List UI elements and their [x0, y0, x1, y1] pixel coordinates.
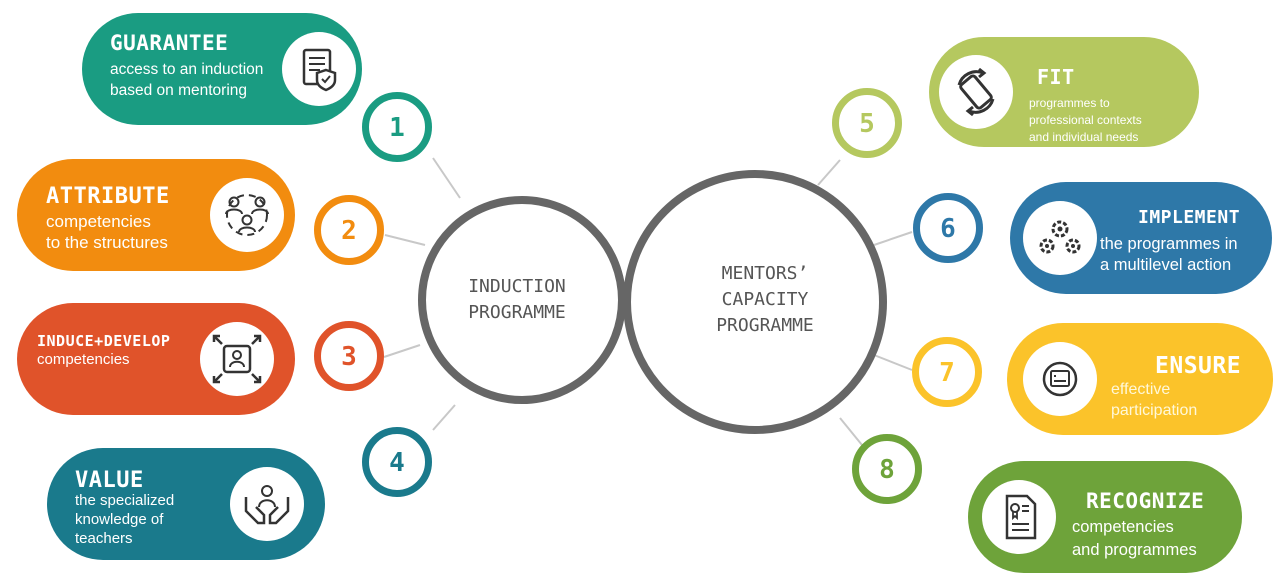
connector-line-8	[839, 417, 863, 446]
adjust-cycle-icon	[939, 55, 1013, 129]
connector-line-4	[432, 404, 456, 431]
guarantee-card: GUARANTEE access to an induction based o…	[82, 13, 362, 125]
recognize-title: RECOGNIZE	[1086, 489, 1205, 513]
mentors-capacity-programme-label: MENTORS’ CAPACITY PROGRAMME	[675, 261, 855, 339]
attribute-card: ATTRIBUTE competencies to the structures	[17, 159, 295, 271]
induce-develop-description: competencies	[37, 351, 130, 368]
guarantee-description: access to an induction based on mentorin…	[110, 61, 264, 99]
connector-line-5	[817, 159, 841, 186]
number-circle-8: 8	[852, 434, 922, 504]
number-circle-1: 1	[362, 92, 432, 162]
number-circle-7: 7	[912, 337, 982, 407]
fit-title: FIT	[1037, 65, 1075, 89]
value-title: VALUE	[75, 468, 144, 493]
attribute-description: competencies to the structures	[46, 212, 168, 252]
connector-line-6	[873, 231, 913, 246]
ensure-description: effective participation	[1111, 381, 1198, 419]
implement-title: IMPLEMENT	[1138, 207, 1241, 228]
person-expand-icon	[200, 322, 274, 396]
attribute-title: ATTRIBUTE	[46, 184, 170, 209]
connector-line-2	[384, 234, 426, 246]
gears-icon	[1023, 201, 1097, 275]
number-circle-4: 4	[362, 427, 432, 497]
mentors-capacity-circle	[623, 170, 887, 434]
certificate-shield-icon	[282, 32, 356, 106]
implement-description: the programmes in a multilevel action	[1100, 235, 1238, 274]
mentors-label-line-3: PROGRAMME	[716, 315, 814, 336]
induction-label-line-2: PROGRAMME	[468, 302, 566, 323]
people-network-icon	[210, 178, 284, 252]
induction-programme-label: INDUCTION PROGRAMME	[442, 274, 592, 326]
participation-screen-icon	[1023, 342, 1097, 416]
induce-develop-title: INDUCE+DEVELOP	[37, 332, 171, 350]
value-card: VALUE the specialized knowledge of teach…	[47, 448, 325, 560]
recognize-description: competencies and programmes	[1072, 518, 1197, 559]
hands-person-icon	[230, 467, 304, 541]
fit-description: programmes to professional contexts and …	[1029, 96, 1142, 144]
connector-line-3	[383, 344, 421, 358]
certificate-document-icon	[982, 480, 1056, 554]
ensure-title: ENSURE	[1155, 353, 1242, 379]
number-circle-2: 2	[314, 195, 384, 265]
value-description: the specialized knowledge of teachers	[75, 492, 175, 547]
induction-circle	[418, 196, 626, 404]
induction-label-line-1: INDUCTION	[468, 276, 566, 297]
induce-develop-card: INDUCE+DEVELOP competencies	[17, 303, 295, 415]
number-circle-6: 6	[913, 193, 983, 263]
connector-line-1	[432, 157, 461, 199]
mentors-label-line-2: CAPACITY	[721, 289, 809, 310]
number-circle-5: 5	[832, 88, 902, 158]
mentors-label-line-1: MENTORS’	[721, 263, 809, 284]
connector-line-7	[873, 354, 913, 371]
number-circle-3: 3	[314, 321, 384, 391]
fit-card: FIT programmes to professional contexts …	[929, 37, 1199, 147]
ensure-card: ENSURE effective participation	[1007, 323, 1273, 435]
recognize-card: RECOGNIZE competencies and programmes	[968, 461, 1242, 573]
implement-card: IMPLEMENT the programmes in a multilevel…	[1010, 182, 1272, 294]
guarantee-title: GUARANTEE	[110, 31, 229, 55]
